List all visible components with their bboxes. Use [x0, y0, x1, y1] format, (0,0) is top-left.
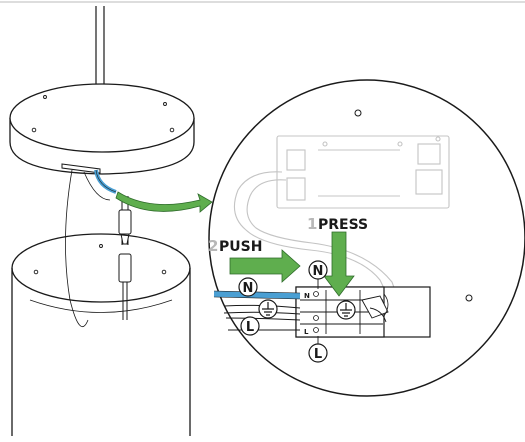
svg-text:1: 1 [307, 215, 317, 233]
step-press-label: 1 PRESS [307, 215, 368, 233]
svg-text:N: N [243, 281, 254, 296]
screw-hole [163, 102, 167, 106]
screw-hole [43, 95, 47, 99]
terminal-block [295, 286, 431, 338]
screw-hole [161, 269, 167, 275]
driver-cable [233, 171, 389, 301]
zoom-arrow [115, 191, 213, 213]
live-wire [225, 317, 301, 321]
screw-hole [465, 294, 473, 302]
screw-hole [354, 109, 362, 117]
thin-wire [65, 169, 89, 327]
callout-neutral-wire: N [238, 277, 258, 297]
svg-text:2: 2 [208, 237, 218, 255]
screw-hole [99, 244, 103, 248]
step-push-label: 2 PUSH [208, 237, 262, 255]
terminal-label-neutral: N [304, 292, 310, 300]
ceiling-canopy [9, 83, 195, 175]
callout-earth-wire [258, 299, 278, 319]
svg-text:L: L [314, 347, 322, 362]
screw-hole [169, 127, 175, 133]
thin-wire [83, 171, 111, 201]
svg-text:PRESS: PRESS [318, 217, 368, 233]
callout-live-terminal: L [308, 336, 328, 363]
svg-text:L: L [246, 320, 254, 335]
push-arrow [229, 249, 301, 283]
terminal-label-live: L [304, 328, 309, 336]
screw-hole [31, 127, 37, 133]
callout-earth-terminal [336, 300, 356, 320]
svg-text:PUSH: PUSH [219, 239, 262, 255]
press-arrow [323, 231, 355, 297]
neutral-wire-blue [213, 291, 301, 299]
callout-live-wire: L [240, 316, 260, 336]
svg-text:N: N [313, 264, 324, 279]
detail-zoom-circle [208, 79, 525, 397]
screw-hole [33, 269, 39, 275]
lamp-shade [11, 233, 191, 436]
callout-neutral-terminal: N [308, 260, 328, 289]
